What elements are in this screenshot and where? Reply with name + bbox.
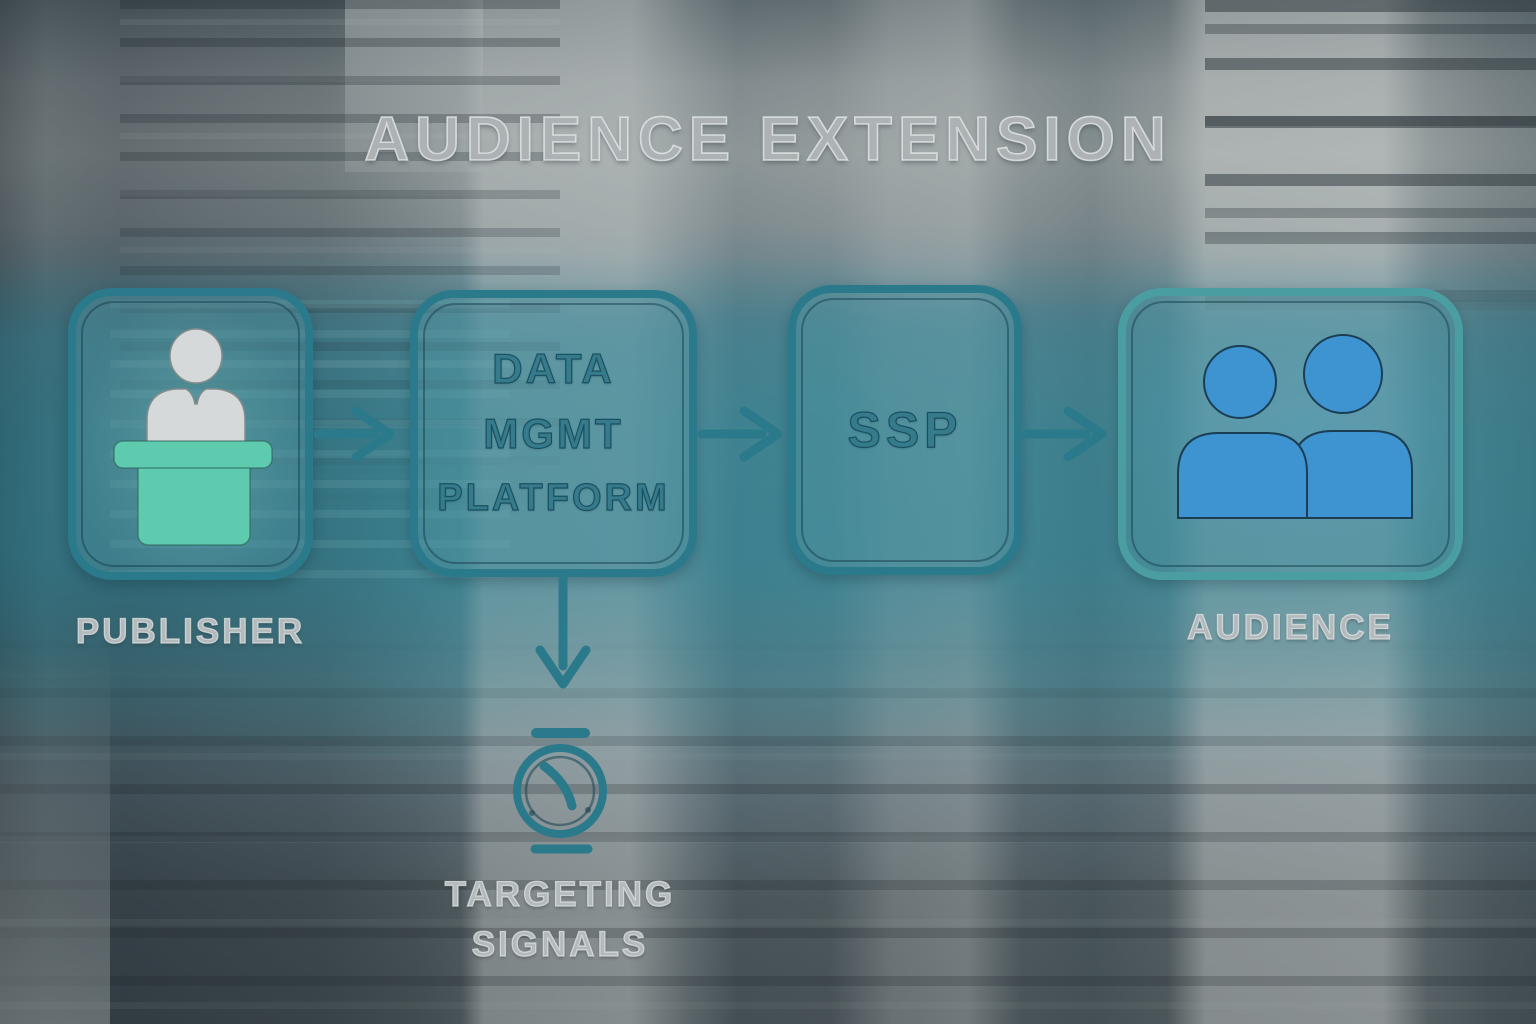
gauge-needle	[539, 761, 577, 811]
flow-arrow-dmp-to-targeting	[535, 574, 591, 689]
gauge-inner-ring	[524, 755, 596, 827]
dmp-label-line3: PLATFORM	[437, 476, 670, 519]
gauge-tick-right	[585, 807, 591, 813]
gauge-circle	[513, 744, 607, 838]
dmp-node: DATA MGMT PLATFORM	[410, 290, 697, 577]
targeting-signals-line1: TARGETING	[444, 874, 676, 914]
gauge-icon	[513, 728, 607, 854]
diagram-title: AUDIENCE EXTENSION	[364, 104, 1172, 175]
ssp-label: SSP	[847, 401, 963, 458]
audience-label: AUDIENCE	[1186, 607, 1394, 647]
background-patch-bottom-left	[0, 644, 110, 1024]
glitch-streaks-bottom	[0, 640, 1536, 1024]
publisher-node	[68, 288, 313, 580]
dmp-label-line2: MGMT	[483, 409, 624, 457]
flow-arrow-publisher-to-dmp	[313, 406, 395, 462]
flow-arrow-ssp-to-audience	[1021, 406, 1107, 462]
dmp-label-line1: DATA	[492, 344, 615, 392]
audience-node	[1118, 288, 1463, 580]
ssp-node: SSP	[788, 285, 1022, 575]
gauge-tick-left	[529, 810, 535, 816]
flow-arrow-dmp-to-ssp	[697, 406, 783, 462]
publisher-label: PUBLISHER	[75, 611, 306, 651]
targeting-signals-label: TARGETING SIGNALS	[410, 870, 710, 970]
targeting-signals-line2: SIGNALS	[471, 924, 649, 964]
